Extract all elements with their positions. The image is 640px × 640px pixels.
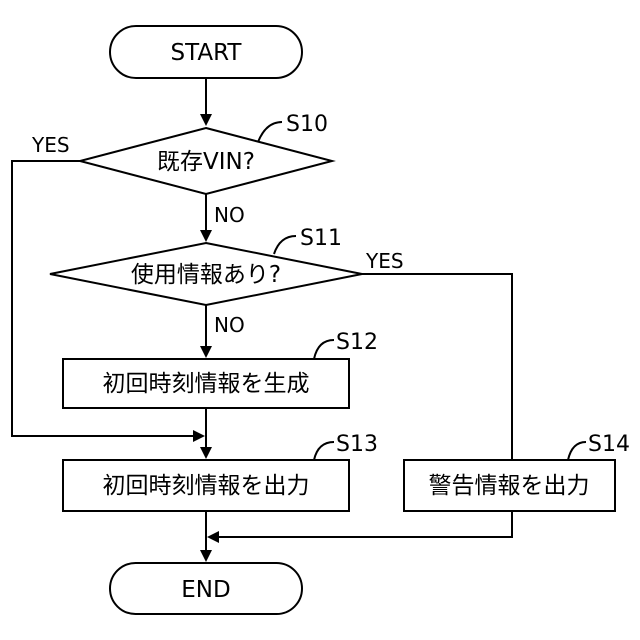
step-label-s13: S13: [336, 432, 378, 457]
arrowhead-s13-end: [200, 550, 212, 562]
decision-s11-label: 使用情報あり?: [131, 262, 281, 288]
step-leader-s12: [314, 340, 334, 359]
step-leader-s14: [568, 442, 586, 460]
arrowhead-s14-merge: [207, 531, 219, 543]
step-leader-s10: [258, 122, 282, 142]
arrowhead-s11-s12: [200, 346, 212, 358]
process-s12: 初回時刻情報を生成: [63, 359, 349, 408]
step-leader-s13: [314, 442, 334, 460]
decision-s10: 既存VIN?: [80, 128, 332, 194]
end-label: END: [181, 577, 230, 603]
decision-s11: 使用情報あり?: [50, 243, 362, 305]
arrowhead-s10-s11: [200, 230, 212, 242]
step-label-s11: S11: [300, 226, 342, 251]
process-s13-label: 初回時刻情報を出力: [103, 473, 310, 499]
end-terminal: END: [110, 563, 302, 614]
connector-s11-yes: [362, 274, 512, 460]
arrowhead-s12-s13: [200, 447, 212, 459]
branch-label-s11-yes: YES: [365, 249, 404, 273]
step-label-s10: S10: [286, 112, 328, 137]
step-leader-s11: [274, 236, 296, 254]
process-s13: 初回時刻情報を出力: [63, 460, 349, 511]
step-label-s12: S12: [336, 330, 378, 355]
process-s12-label: 初回時刻情報を生成: [103, 371, 310, 397]
decision-s10-label: 既存VIN?: [157, 149, 255, 175]
branch-label-s10-yes: YES: [31, 133, 70, 157]
process-s14: 警告情報を出力: [404, 460, 615, 511]
start-terminal: START: [110, 26, 302, 78]
arrowhead-s10-yes: [193, 430, 205, 442]
branch-label-s10-no: NO: [214, 203, 245, 227]
step-label-s14: S14: [588, 432, 630, 457]
start-label: START: [171, 40, 243, 66]
branch-label-s11-no: NO: [214, 313, 245, 337]
connector-s14-merge: [218, 511, 512, 537]
arrowhead-start-s10: [200, 114, 212, 126]
process-s14-label: 警告情報を出力: [429, 473, 590, 499]
